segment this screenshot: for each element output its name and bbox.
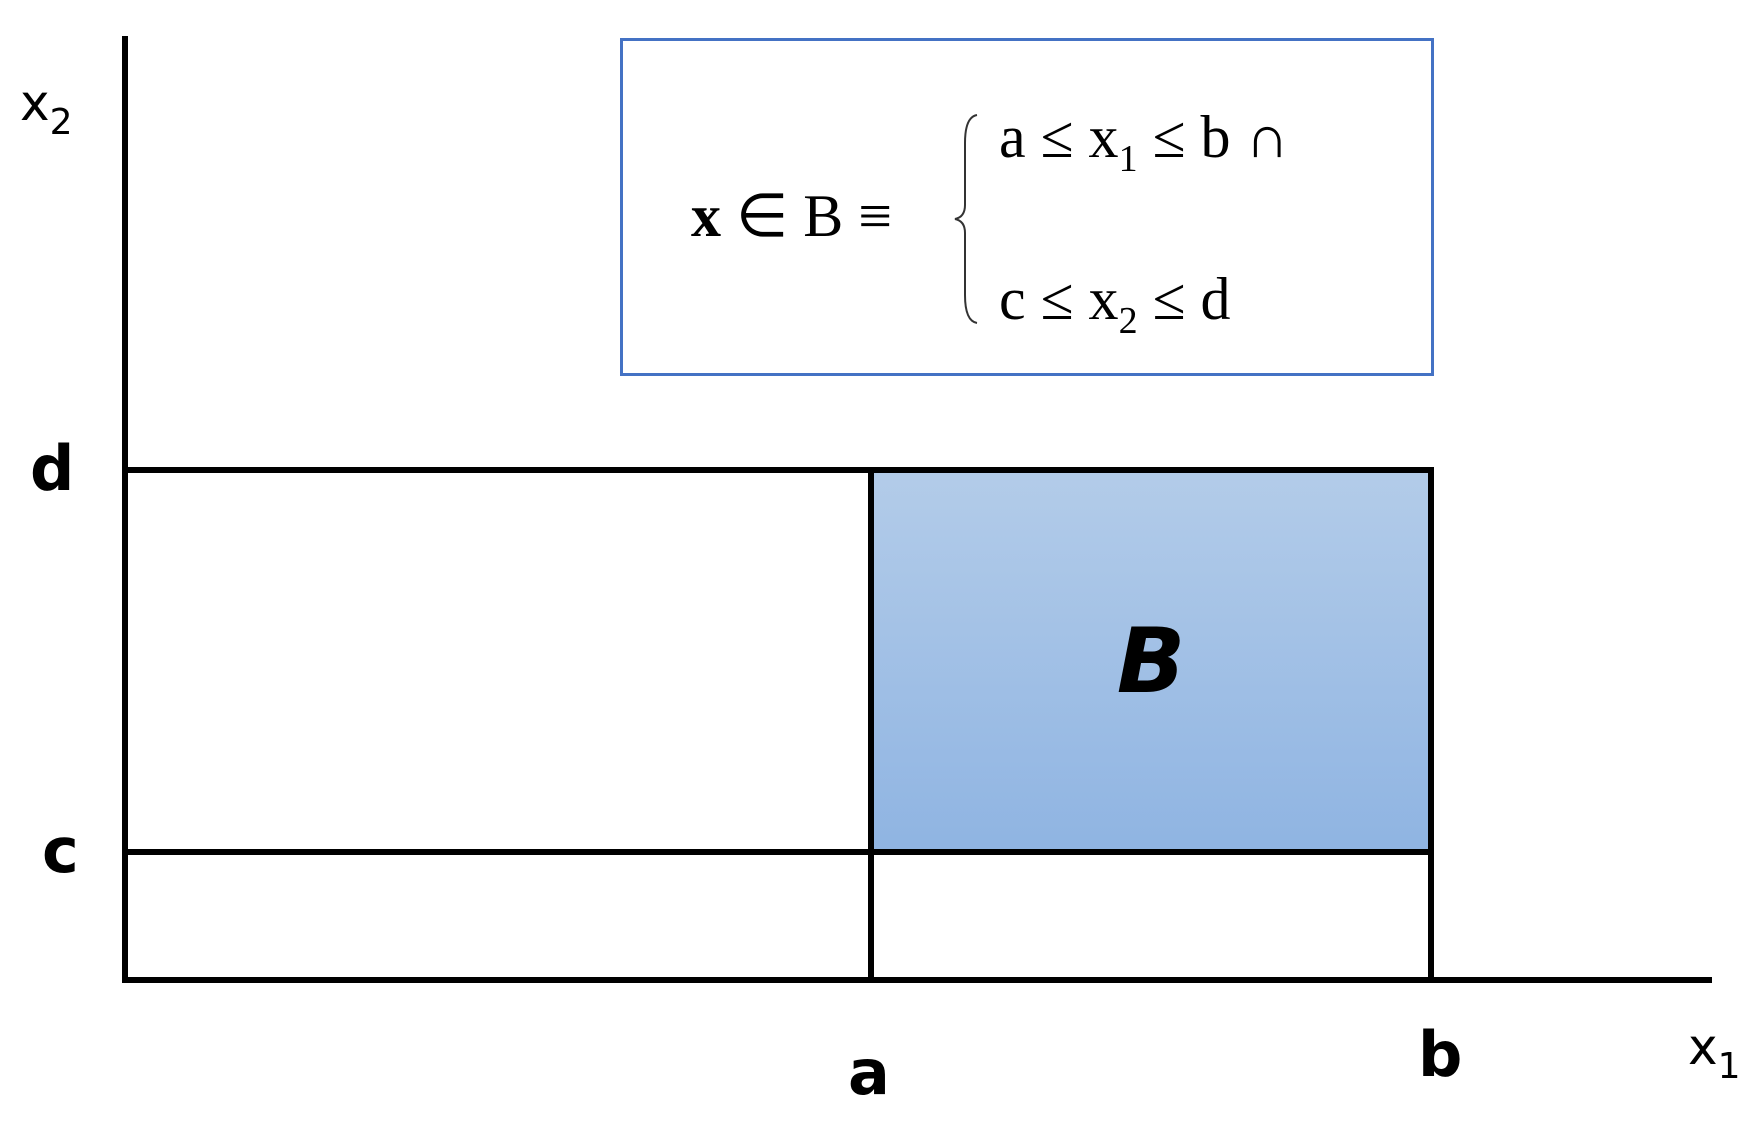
condition-2-subscript: 2 [1118,300,1138,342]
y-axis-label: x2 [20,78,73,141]
y-axis [122,36,128,983]
y-axis-label-subscript: 2 [49,102,73,143]
condition-1-post: ≤ b ∩ [1137,104,1289,170]
formula-box: x ∈ B ≡ a ≤ x1 ≤ b ∩ c ≤ x2 ≤ d [620,38,1434,376]
condition-2-post: ≤ d [1137,266,1231,332]
upper-bound-line-b [1428,467,1434,983]
region-b-label: B [1116,608,1186,714]
x-axis [122,977,1712,983]
formula-lhs: x ∈ B ≡ [691,186,907,246]
bound-label-c: c [42,814,79,887]
upper-bound-line-d [122,467,1434,473]
lower-bound-line-c [122,849,1434,855]
x-axis-label: x1 [1688,1022,1741,1085]
condition-1-pre: a ≤ x [999,104,1119,170]
y-axis-label-base: x [20,74,50,132]
region-b: B [871,470,1431,852]
condition-1-subscript: 1 [1118,138,1138,180]
formula-membership: ∈ B ≡ [721,183,908,249]
x-axis-label-base: x [1688,1018,1718,1076]
bound-label-b: b [1418,1018,1463,1091]
x-axis-label-subscript: 1 [1717,1046,1741,1087]
bound-label-a: a [848,1036,890,1109]
formula-condition-2: c ≤ x2 ≤ d [999,269,1231,340]
bound-label-d: d [30,432,75,505]
formula-condition-1: a ≤ x1 ≤ b ∩ [999,107,1289,178]
condition-2-pre: c ≤ x [999,266,1119,332]
formula-vector-x: x [691,183,721,249]
left-brace-icon [954,114,978,324]
lower-bound-line-a [868,467,874,983]
